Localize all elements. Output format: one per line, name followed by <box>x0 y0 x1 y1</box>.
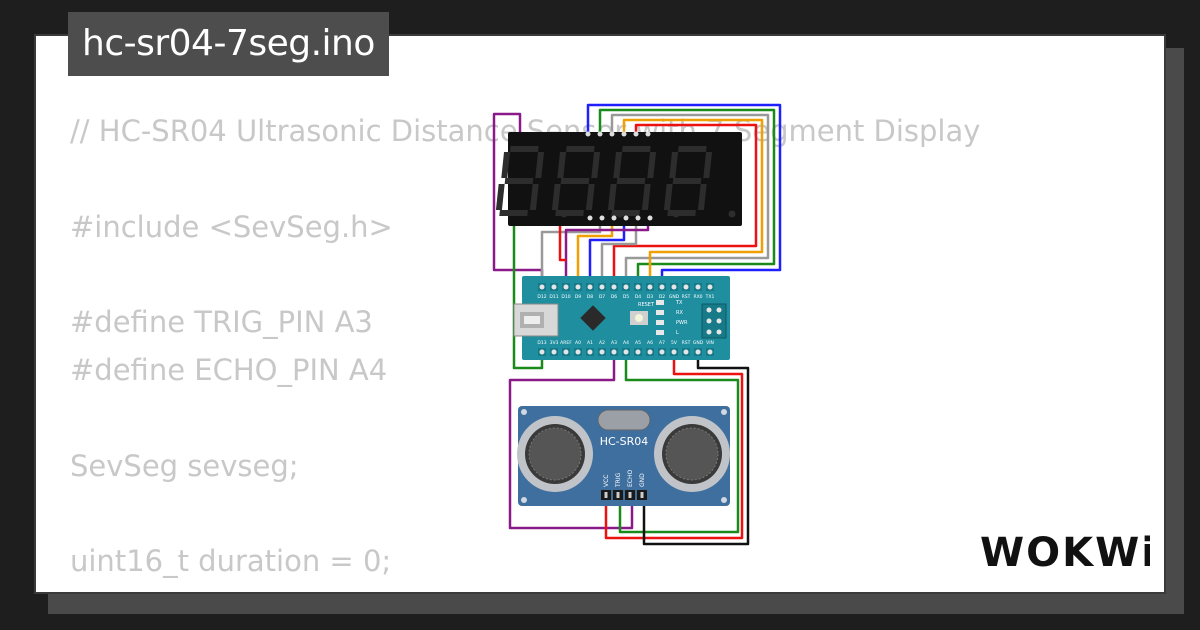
nano-label: RESET <box>638 302 655 308</box>
nano-pin-label: GND <box>693 340 704 346</box>
display-pin[interactable] <box>587 215 593 221</box>
display-pins <box>585 131 653 221</box>
transducer-right-icon <box>654 416 730 492</box>
nano-pin-label: RST <box>682 294 691 300</box>
nano-pin-label: D4 <box>635 294 641 300</box>
led-tx-icon <box>656 300 664 305</box>
wire-orange-top <box>622 118 764 288</box>
wire-orange-bottom <box>576 218 614 288</box>
usb-connector-icon <box>513 303 559 337</box>
logo-text: WOKWi <box>980 530 1150 576</box>
nano-pin-label: RST <box>682 340 691 346</box>
nano-pin-label: 3V3 <box>550 340 559 346</box>
sensor-pin-label: ECHO <box>627 470 634 487</box>
nano-pin-label: 5V <box>671 340 678 346</box>
sensor-pins: VCC TRIG ECHO GND <box>601 470 647 500</box>
seven-segment-display[interactable] <box>495 131 742 227</box>
sensor-label: HC-SR04 <box>600 435 649 448</box>
sensor-pin-label: VCC <box>603 475 610 487</box>
nano-pin-label: RX0 <box>693 294 702 300</box>
nano-label: TX <box>675 300 683 306</box>
nano-pin-label: D3 <box>647 294 653 300</box>
nano-pin-label: GND <box>669 294 680 300</box>
display-pin[interactable] <box>585 131 591 137</box>
icsp-header <box>701 303 727 339</box>
code-line: uint16_t distance = 0; <box>70 586 980 593</box>
nano-pin-label: AREF <box>560 340 572 346</box>
display-pin[interactable] <box>645 131 651 137</box>
nano-pin-label: D9 <box>575 294 581 300</box>
led-l-icon <box>656 330 664 335</box>
nano-pin-label: A0 <box>575 340 581 346</box>
nano-pin-label: D7 <box>599 294 605 300</box>
nano-pin-label: D6 <box>611 294 617 300</box>
nano-pin-label: D10 <box>561 294 570 300</box>
nano-pin-label: A2 <box>599 340 605 346</box>
nano-pin-label: VIN <box>706 340 714 346</box>
reset-button[interactable] <box>630 311 648 325</box>
display-pin[interactable] <box>623 215 629 221</box>
crystal-icon <box>597 409 651 431</box>
display-digit <box>663 146 736 218</box>
mcu-chip <box>580 305 606 331</box>
wire-red-sensor <box>604 356 744 540</box>
wire-green-sensor <box>618 356 740 534</box>
wokwi-logo: WOKWi <box>978 524 1155 578</box>
code-line: #include <SevSeg.h> <box>70 209 393 244</box>
nano-pin-label: A1 <box>587 340 593 346</box>
nano-pin-label: D2 <box>659 294 665 300</box>
nano-pin-label: TX1 <box>705 294 715 300</box>
display-pin[interactable] <box>647 215 653 221</box>
sensor-pin-label: GND <box>639 473 646 487</box>
wire-purple-sensor <box>508 356 634 530</box>
nano-labels: TX RX PWR L RESET <box>638 300 688 336</box>
nano-pin-label: A7 <box>659 340 665 346</box>
nano-pin-label: D12 <box>537 294 546 300</box>
led-pwr-icon <box>656 320 664 325</box>
nano-label: PWR <box>676 320 688 326</box>
wire-grey-top <box>610 113 770 288</box>
nano-label: L <box>676 330 679 336</box>
nano-pin-label: D13 <box>537 340 546 346</box>
project-title: hc-sr04-7seg.ino <box>68 12 389 76</box>
nano-label: RX <box>676 310 683 316</box>
nano-pin-label: A3 <box>611 340 617 346</box>
nano-pin-label: A4 <box>623 340 629 346</box>
wire-red-bottom <box>558 218 566 262</box>
code-line: SevSeg sevseg; <box>70 448 299 483</box>
hc-sr04-sensor[interactable]: HC-SR04 VCC TRIG ECHO GND <box>517 406 730 506</box>
wire-black-sensor <box>642 356 750 546</box>
nano-pin-label: A5 <box>635 340 641 346</box>
nano-pin-label: D5 <box>623 294 629 300</box>
sensor-pin-label: TRIG <box>615 472 622 488</box>
display-pin[interactable] <box>611 215 617 221</box>
code-line: uint16_t duration = 0; <box>70 544 392 579</box>
display-pin[interactable] <box>635 215 641 221</box>
nano-pin-label: D11 <box>549 294 558 300</box>
transducer-left-icon <box>517 416 593 492</box>
wire-red-top <box>612 123 758 288</box>
display-pin[interactable] <box>633 131 639 137</box>
display-pin[interactable] <box>597 131 603 137</box>
display-digit <box>495 146 568 218</box>
wire-blue-top <box>586 103 782 288</box>
nano-pin-label: A6 <box>647 340 653 346</box>
led-rx-icon <box>656 310 664 315</box>
display-pin[interactable] <box>609 131 615 137</box>
display-pin[interactable] <box>599 215 605 221</box>
wire-green-top <box>598 108 776 288</box>
code-line: #define TRIG_PIN A3 <box>70 305 373 340</box>
display-pin[interactable] <box>621 131 627 137</box>
wires <box>492 103 782 546</box>
display-digits <box>495 146 736 218</box>
code-line: #define ECHO_PIN A4 <box>70 352 388 387</box>
nano-pin-label: D8 <box>587 294 593 300</box>
